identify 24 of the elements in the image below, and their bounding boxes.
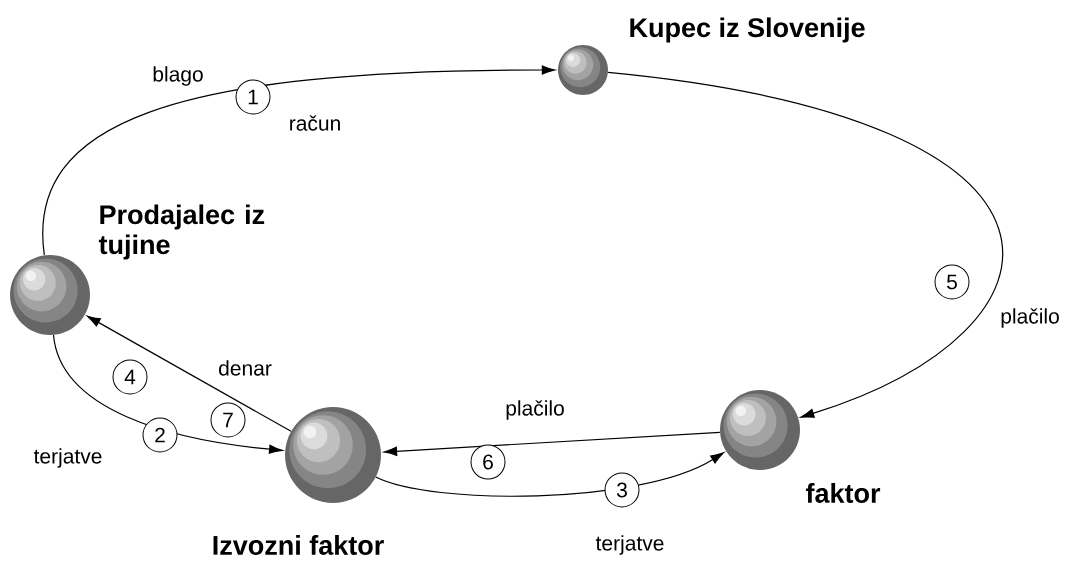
- edge-text: terjatve: [33, 448, 102, 468]
- arrow: [42, 65, 556, 256]
- edge-text: blago: [153, 66, 203, 86]
- edge-text: plačilo: [1001, 308, 1059, 328]
- node-label: Prodajalec iz tujine: [98, 204, 265, 260]
- callout-number: 4: [112, 359, 148, 395]
- arrow: [375, 452, 724, 497]
- edge-text: terjatve: [595, 535, 664, 555]
- arrow: [383, 431, 721, 456]
- callout-number: 6: [470, 444, 506, 480]
- edge-text: plačilo: [506, 400, 564, 420]
- node-label: Kupec iz Slovenije: [630, 17, 865, 43]
- callout-number: 7: [210, 402, 246, 438]
- arrow: [86, 315, 292, 432]
- callout-number: 3: [604, 472, 640, 508]
- arrow: [52, 334, 283, 454]
- callout-number: 1: [235, 79, 271, 115]
- node-label: Izvozni faktor: [213, 535, 384, 555]
- edge-text: račun: [290, 115, 340, 131]
- edge-text: denar: [219, 360, 272, 376]
- callout-number: 5: [934, 264, 970, 300]
- callout-number: 2: [142, 417, 178, 453]
- arrow: [607, 71, 1003, 418]
- node-label: faktor: [805, 483, 881, 503]
